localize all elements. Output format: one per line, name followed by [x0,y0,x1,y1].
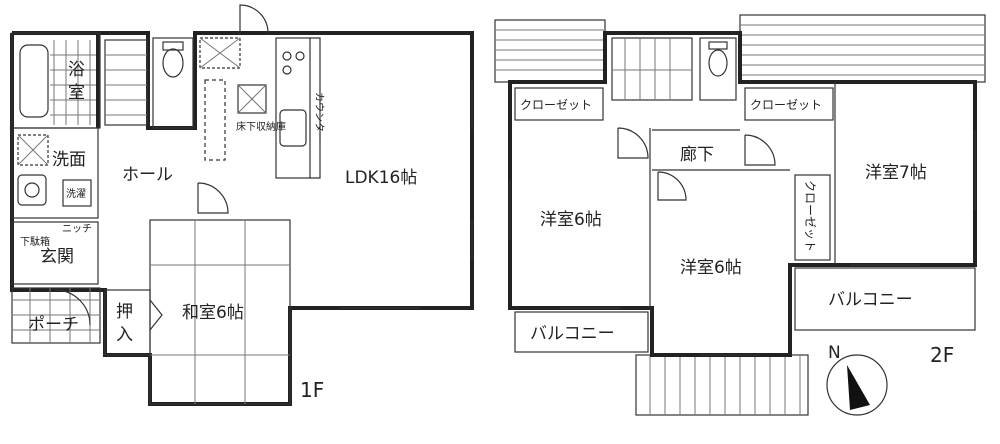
toilet-icon-2f [708,49,728,77]
roof-hatch-top-right [739,14,986,83]
pantry-shelf [204,79,226,161]
toilet-room-1f [152,37,194,129]
oshiire-closet [104,289,151,356]
washroom-label: 洗面 [52,150,86,170]
toilet-icon [162,48,184,78]
balcony-left [514,311,649,353]
entrance [11,221,99,285]
hall-label: ホール [122,165,173,185]
japanese-room-label: 和室6帖 [182,303,244,323]
niche-label: ニッチ [62,223,92,235]
bath-label-2: 室 [68,83,85,103]
floor-2-label: 2F [930,343,954,367]
counter-label: カウンター [313,92,325,142]
washroom [11,127,99,219]
kitchen-door-swing [239,4,269,34]
counter-bar [310,37,321,179]
stairs-2f [611,37,693,101]
hall-door-swing [197,182,229,214]
compass-icon: N [826,343,888,416]
balcony-right-label: バルコニー [828,290,913,310]
closet-right-label: クローゼット [750,98,822,112]
washing-machine-icon [17,134,49,166]
closet-left-2f [514,87,604,121]
compass-north-label: N [828,343,841,363]
closet-door-fold [149,299,163,331]
kitchen-storage-box [199,37,241,69]
entrance-label: 玄関 [40,247,74,267]
toilet-room-2f [699,37,737,101]
closet-vertical-2f [794,174,831,261]
stairs-1f [104,39,148,126]
closet-right-2f [744,87,834,121]
ldk-label: LDK16帖 [345,168,417,188]
balcony-left-label: バルコニー [530,324,615,344]
kitchen-sink-icon [279,109,307,147]
closet-label-2: 入 [116,325,133,345]
bath-area [11,32,101,129]
western-room-left-label: 洋室6帖 [540,210,602,230]
porch-tile-grid [12,288,100,343]
corridor-label: 廊下 [680,145,714,165]
western-room-center-label: 洋室6帖 [680,258,742,278]
wash-unit-label: 洗濯 [66,188,86,200]
closet-left-label: クローゼット [520,98,592,112]
underfloor-storage-hatch [237,84,267,114]
western-room-right-label: 洋室7帖 [865,163,927,183]
floor-1: 浴 室 洗面 洗濯 下駄箱 ニッチ 玄関 [10,4,474,406]
roof-hatch-top-left [494,19,606,83]
floor-2: クローゼット クローゼット クローゼット 廊下 洋室6帖 洋室6帖 洋室7帖 バ… [494,14,986,416]
sink-icon [17,174,47,206]
closet-label-1: 押 [116,302,133,322]
floor-1-label: 1F [300,378,324,402]
roof-hatch-bottom [635,354,809,416]
closet-vertical-label: クローゼット [803,180,817,252]
underfloor-storage-label: 床下収納庫 [236,120,286,133]
wash-unit-icon [62,179,92,207]
bath-floor-grid [50,40,96,125]
bath-label-1: 浴 [68,60,85,80]
kitchen-counter [275,37,311,179]
shoe-box-label: 下駄箱 [20,235,50,248]
front-door-swing [54,289,91,326]
bathtub-icon [19,44,49,118]
balcony-right [794,267,976,331]
porch-label: ポーチ [28,315,79,335]
stove-burner-icon [282,51,292,61]
